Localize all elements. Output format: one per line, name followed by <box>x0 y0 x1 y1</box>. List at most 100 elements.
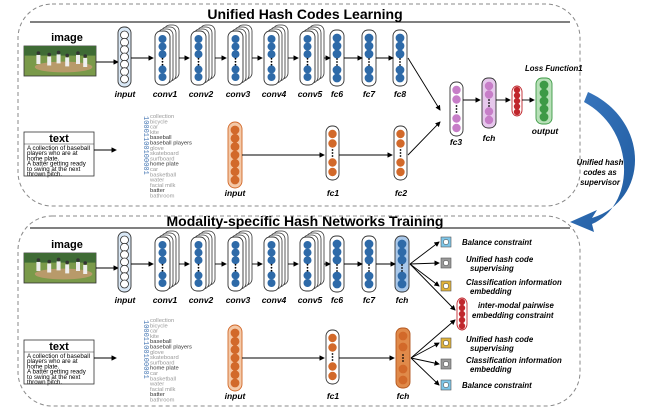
bottom-label-input: input <box>115 295 137 305</box>
top-word-7: skateboard <box>150 151 179 157</box>
constraint-arrow-4 <box>410 342 440 359</box>
constraint-text-2b: supervising <box>470 264 514 273</box>
top-label-conv2: conv2 <box>189 89 214 99</box>
top-sentence-6: thrown pitch. <box>27 171 62 178</box>
top-fc1-layer <box>325 125 340 181</box>
top-panel <box>17 3 581 207</box>
top-word-14: batter <box>150 188 165 194</box>
constraint-text-pairwise-b: embedding constraint <box>472 311 554 320</box>
top-label-input: input <box>115 89 137 99</box>
constraint-text-5b: embedding <box>470 365 512 374</box>
bottom-label-fch: fch <box>396 295 409 305</box>
top-sentence-5: to swing at the next <box>27 166 81 173</box>
constraint-arrow-2 <box>409 260 440 266</box>
arrow-fc8-fc3 <box>407 57 441 111</box>
bottom-word-15: bathroom <box>150 398 175 404</box>
pairwise-arrow-txt <box>410 319 456 359</box>
output-layer <box>535 77 553 125</box>
constraint-arrow-6 <box>410 357 440 386</box>
top-label-conv5: conv5 <box>298 89 323 99</box>
constraint-box-1 <box>440 236 452 248</box>
bottom-word-0: collection <box>150 318 174 324</box>
top-fc8-layer <box>392 29 408 87</box>
top-word-15: bathroom <box>150 194 175 200</box>
bottom-word-9: home plate <box>150 366 179 372</box>
top-conv5-layer <box>299 24 325 86</box>
bottom-label-fc6: fc6 <box>331 295 344 305</box>
bottom-fch-text-layer <box>395 327 411 389</box>
constraint-text-1: Balance constraint <box>462 238 532 247</box>
top-fc2-layer <box>393 125 408 181</box>
top-conv4-layer <box>263 24 289 86</box>
constraint-text-3b: embedding <box>470 287 512 296</box>
bottom-image-photo <box>23 252 97 284</box>
bottom-label-conv1: conv1 <box>153 295 178 305</box>
top-word-2: car <box>150 125 158 131</box>
loss-red-layer <box>511 85 523 117</box>
top-word-3: kite <box>150 130 159 136</box>
constraint-text-5a: Classification information <box>466 356 562 365</box>
bottom-sentence-3: home plate. <box>27 363 60 370</box>
constraint-text-4a: Unified hash code <box>466 335 534 344</box>
constraint-text-4b: supervising <box>470 344 514 353</box>
bottom-conv1-layer <box>154 230 180 292</box>
top-word-10: car <box>150 167 158 173</box>
top-fc7-layer <box>361 29 377 87</box>
top-word-6: glove <box>150 146 164 152</box>
top-conv1-layer <box>154 24 180 86</box>
bottom-word-10: car <box>150 371 158 377</box>
constraint-text-2a: Unified hash code <box>466 255 534 264</box>
top-conv3-layer <box>227 24 253 86</box>
bottom-title: Modality-specific Hash Networks Training <box>167 213 444 229</box>
label-loss: Loss Function1 <box>525 64 583 73</box>
bottom-word-5: baseball players <box>150 345 192 351</box>
bottom-label-conv3: conv3 <box>226 295 251 305</box>
top-label-text-input: input <box>225 188 247 198</box>
supervisor-label-2: codes as <box>583 168 617 177</box>
top-image-title: image <box>51 32 83 44</box>
top-label-fc2: fc2 <box>395 188 408 198</box>
label-fch: fch <box>483 133 496 143</box>
top-word-12: water <box>149 178 164 184</box>
top-conv2-layer <box>190 24 216 86</box>
top-text-input-layer <box>227 121 243 189</box>
top-word-13: facial milk <box>150 183 176 189</box>
supervisor-label-3: supervisor <box>580 178 621 187</box>
top-label-fc7: fc7 <box>363 89 377 99</box>
bottom-label-conv4: conv4 <box>262 295 287 305</box>
bottom-fc6-layer <box>329 235 345 293</box>
bottom-label-fch-text: fch <box>397 391 410 401</box>
top-label-fc8: fc8 <box>394 89 407 99</box>
top-label-conv3: conv3 <box>226 89 251 99</box>
bottom-bit-vector: 10001100100001 <box>141 320 149 379</box>
bottom-word-7: skateboard <box>150 355 179 361</box>
bottom-fc7-layer <box>361 235 377 293</box>
bottom-word-13: facial milk <box>150 387 176 393</box>
bottom-word-14: batter <box>150 392 165 398</box>
bottom-word-3: kite <box>150 334 159 340</box>
top-bit-vector: 10001100100001 <box>141 116 149 175</box>
top-word-9: home plate <box>150 162 179 168</box>
top-title: Unified Hash Codes Learning <box>207 6 402 22</box>
bottom-word-2: car <box>150 329 158 335</box>
constraint-box-6 <box>440 379 452 391</box>
top-image-photo <box>23 45 97 77</box>
bottom-conv5-layer <box>299 230 325 292</box>
bottom-panel <box>17 215 581 407</box>
bottom-word-8: surfboard <box>150 360 175 366</box>
bottom-label-text-input: input <box>225 391 247 401</box>
bottom-sentence-2: players who are at <box>27 358 78 365</box>
bottom-fch-layer <box>394 235 410 293</box>
constraint-arrow-1 <box>409 241 440 265</box>
constraint-text-6: Balance constraint <box>462 381 532 390</box>
bottom-word-6: glove <box>150 350 164 356</box>
top-word-0: collection <box>150 114 174 120</box>
bottom-word-12: water <box>149 382 164 388</box>
pairwise-arrow-img <box>409 263 456 311</box>
supervisor-label-1: Unified hash <box>577 158 624 167</box>
bottom-word-11: basketball <box>150 376 176 382</box>
bottom-sentence-5: to swing at the next <box>27 374 81 381</box>
bottom-label-fc7: fc7 <box>363 295 377 305</box>
